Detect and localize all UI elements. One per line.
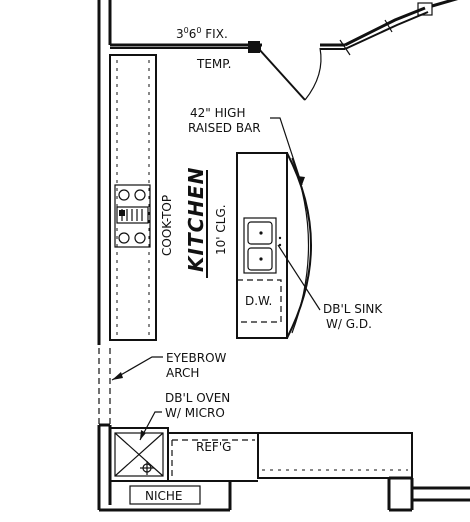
walls [97,0,470,512]
bottom-counter [109,427,413,505]
sink-leader [277,244,321,311]
window-label: 3060 FIX. [176,26,228,41]
arch-label-line2: ARCH [166,366,199,380]
left-counter [109,54,157,341]
angled-wall [344,6,426,47]
cooktop-controls [116,206,149,224]
double-sink [243,217,277,274]
room-name: KITCHEN [184,167,208,272]
eyebrow-arch-opening [98,348,111,425]
counter-top [109,54,157,341]
labels: 3060 FIX. TEMP. 42" HIGH RAISED BAR KITC… [145,26,383,503]
cooktop-label: COOK-TOP [160,195,174,256]
sink-label-line1: DB'L SINK [323,302,383,316]
wall-end-cap [417,2,433,16]
sink-bowl [247,247,273,271]
temp-label: TEMP. [196,57,231,71]
sink-label-line2: W/ G.D. [326,317,372,331]
burner [118,232,130,244]
entry-door [255,44,322,101]
fridge-label: REF'G [196,440,231,454]
counter-right [257,432,413,479]
burner [118,189,130,201]
oven-unit [114,432,164,477]
ceiling-label: 10' CLG. [214,204,228,255]
island-base [236,152,288,339]
oven-leader [139,411,162,441]
cooktop-unit [114,184,151,248]
raised-bar-label-line1: 42" HIGH [190,106,246,120]
raised-bar-leader [270,117,303,186]
sink-bowl [247,221,273,245]
arch-label-line1: EYEBROW [166,351,227,365]
burner [134,189,146,201]
burner [134,232,146,244]
angled-wall-inner [344,11,429,50]
arch-leader [111,356,163,381]
raised-bar-label-line2: RAISED BAR [188,121,261,135]
oven-label-line1: DB'L OVEN [165,391,230,405]
niche-box [129,485,201,505]
oven-label-line2: W/ MICRO [165,406,225,420]
oven-cabinet [109,427,169,482]
raised-bar-curve [286,152,312,339]
door-swing-arc [304,47,322,101]
niche-label: NICHE [145,489,183,503]
dishwasher [236,279,282,323]
door-leaf [257,47,306,101]
angled-wall-end [431,0,459,8]
dishwasher-label: D.W. [245,294,272,308]
leader-lines [111,117,321,441]
